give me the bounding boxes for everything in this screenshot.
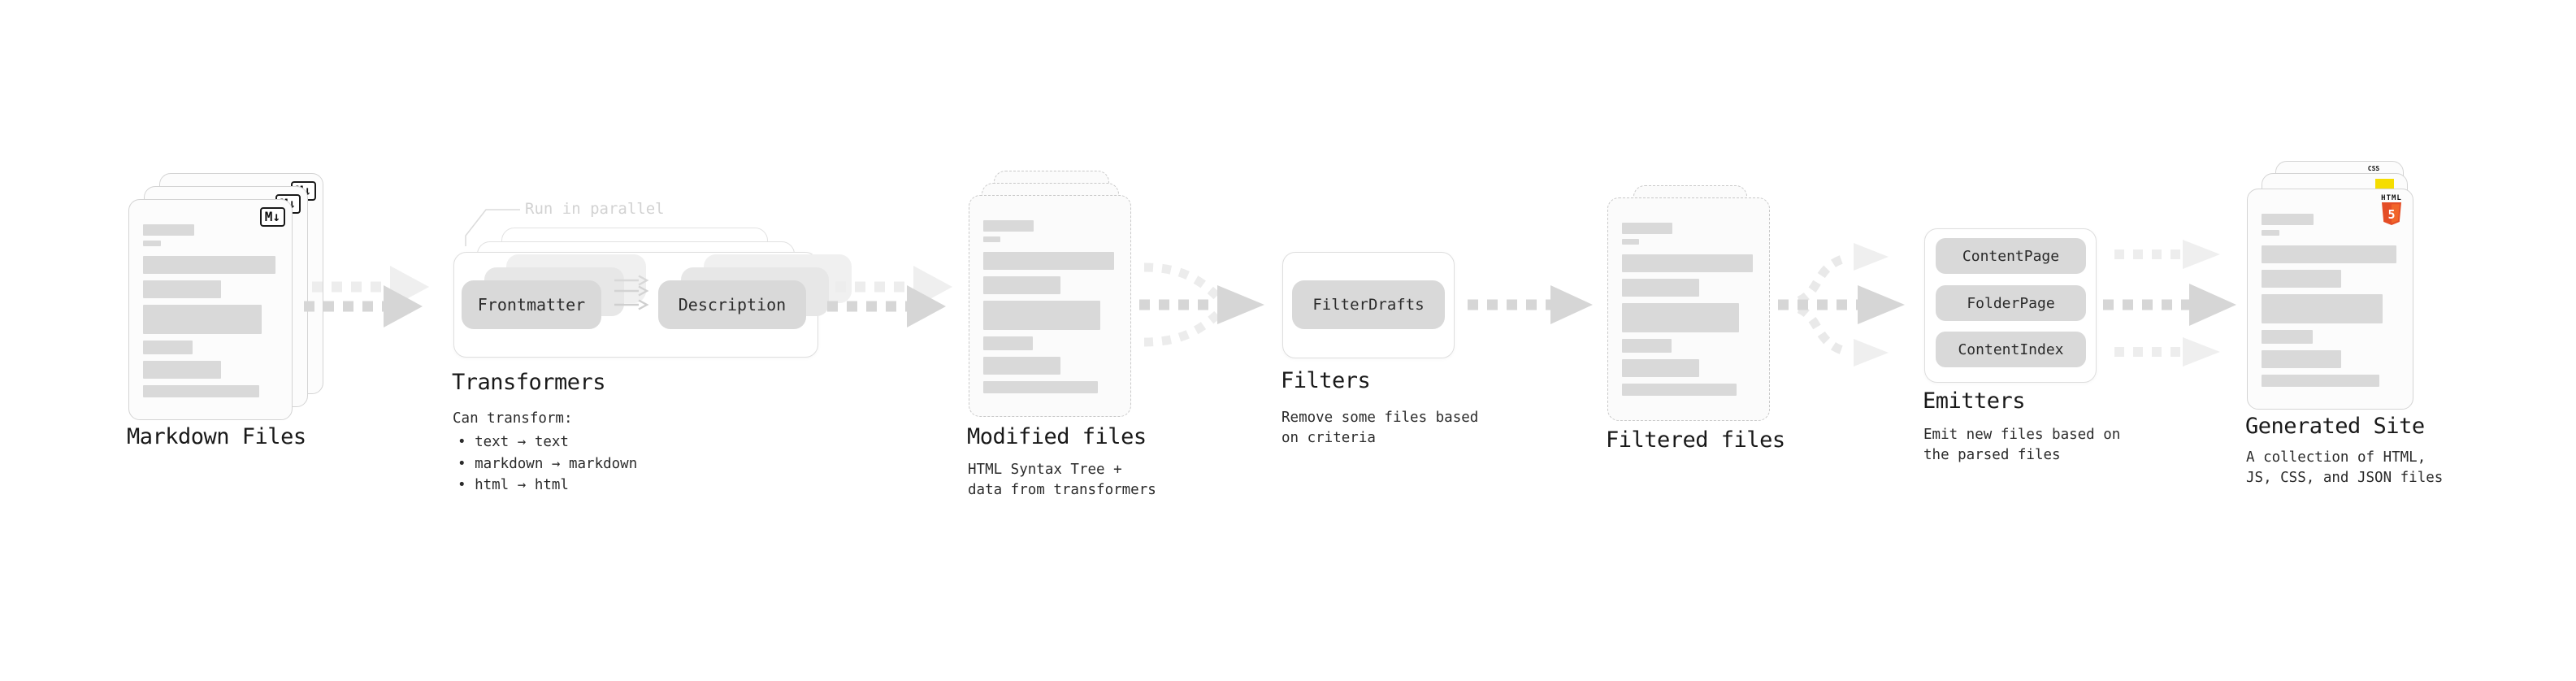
document-text-lines bbox=[1608, 198, 1769, 396]
text-line-bar bbox=[1622, 303, 1740, 332]
text-line-bar bbox=[143, 340, 193, 354]
text-line-bar bbox=[2262, 230, 2279, 236]
filtered-file-card-front bbox=[1607, 197, 1770, 421]
text-line-bar bbox=[143, 224, 195, 236]
text-line-bar bbox=[1622, 239, 1640, 245]
text-line-bar bbox=[983, 276, 1061, 294]
html5-shield: 5 bbox=[2382, 202, 2401, 225]
flow-arrow-icon bbox=[827, 266, 952, 327]
text-line-bar bbox=[2262, 270, 2342, 288]
svg-text:5: 5 bbox=[2387, 207, 2395, 222]
bullet-item: • markdown → markdown bbox=[458, 455, 638, 472]
generated-file-card-front: HTML 5 bbox=[2247, 189, 2413, 410]
split-arrow-icon bbox=[1778, 243, 1905, 367]
merge-arrow-icon bbox=[1139, 262, 1264, 347]
text-line-bar bbox=[983, 336, 1033, 350]
emitters-caption: Emit new files based on the parsed files bbox=[1923, 427, 2121, 464]
filters-caption: Remove some files based on criteria bbox=[1281, 410, 1479, 447]
generated-site-caption: A collection of HTML, JS, CSS, and JSON … bbox=[2246, 449, 2444, 487]
modified-file-card-front bbox=[969, 195, 1131, 417]
bullet-item: • text → text bbox=[458, 434, 569, 450]
description-pill: Description bbox=[658, 280, 806, 329]
transformers-bullet-list: • text → text • markdown → markdown • ht… bbox=[458, 432, 637, 497]
text-line-bar bbox=[143, 305, 262, 334]
text-line-bar bbox=[2262, 375, 2380, 387]
triple-arrow-icon bbox=[2103, 240, 2236, 367]
text-line-bar bbox=[1622, 223, 1673, 234]
text-line-bar bbox=[2262, 245, 2396, 263]
text-line-bar bbox=[983, 301, 1101, 330]
text-line-bar bbox=[143, 280, 222, 298]
stage-title-generated-site: Generated Site bbox=[2245, 414, 2425, 439]
markdown-file-card-front: M↓ bbox=[128, 199, 293, 420]
transform-arrows-icon bbox=[614, 275, 649, 310]
text-line-bar bbox=[143, 361, 222, 379]
flow-arrow-icon bbox=[304, 266, 429, 327]
run-in-parallel-label: Run in parallel bbox=[525, 200, 665, 218]
document-text-lines bbox=[129, 200, 292, 397]
bullet-item: • html → html bbox=[458, 477, 569, 493]
contentindex-pill: ContentIndex bbox=[1936, 332, 2086, 367]
text-line-bar bbox=[2262, 330, 2313, 344]
stage-title-modified-files: Modified files bbox=[967, 424, 1147, 449]
js-file-icon bbox=[2375, 179, 2394, 190]
contentpage-pill: ContentPage bbox=[1936, 238, 2086, 274]
text-line-bar bbox=[1622, 279, 1700, 297]
text-line-bar bbox=[1622, 359, 1700, 377]
stage-title-filtered-files: Filtered files bbox=[1606, 427, 1785, 453]
frontmatter-pill: Frontmatter bbox=[462, 280, 601, 329]
text-line-bar bbox=[2262, 294, 2383, 323]
text-line-bar bbox=[1622, 254, 1753, 272]
text-line-bar bbox=[983, 357, 1061, 375]
text-line-bar bbox=[1622, 339, 1672, 353]
html5-icon: HTML 5 bbox=[2379, 194, 2405, 228]
folderpage-pill: FolderPage bbox=[1936, 285, 2086, 321]
stage-title-emitters: Emitters bbox=[1923, 388, 2026, 414]
stage-title-transformers: Transformers bbox=[452, 370, 606, 395]
document-text-lines bbox=[969, 196, 1130, 393]
text-line-bar bbox=[1622, 384, 1737, 396]
text-line-bar bbox=[983, 381, 1099, 393]
text-line-bar bbox=[143, 241, 161, 246]
stage-title-filters: Filters bbox=[1281, 368, 1371, 393]
annotation-connector-line bbox=[465, 209, 520, 246]
text-line-bar bbox=[143, 256, 275, 274]
text-line-bar bbox=[143, 385, 259, 397]
stage-title-markdown-files: Markdown Files bbox=[127, 424, 306, 449]
text-line-bar bbox=[2262, 214, 2314, 225]
text-line-bar bbox=[983, 220, 1034, 232]
document-text-lines bbox=[2248, 189, 2413, 387]
text-line-bar bbox=[983, 252, 1114, 270]
markdown-icon: M↓ bbox=[259, 207, 285, 227]
text-line-bar bbox=[2262, 350, 2342, 368]
flow-arrow-icon bbox=[1468, 285, 1593, 324]
filterdrafts-pill: FilterDrafts bbox=[1292, 280, 1445, 329]
text-line-bar bbox=[983, 236, 1001, 242]
transformers-caption-heading: Can transform: bbox=[453, 410, 573, 427]
modified-files-caption: HTML Syntax Tree + data from transformer… bbox=[968, 462, 1156, 499]
